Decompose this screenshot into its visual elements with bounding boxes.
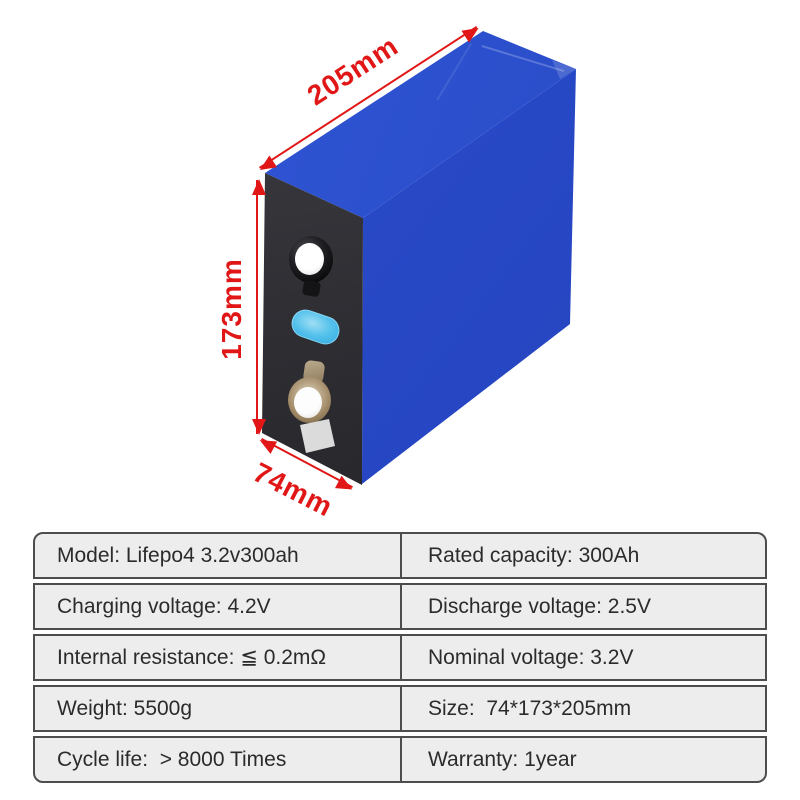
front-bottom-edge-highlight bbox=[261, 434, 362, 487]
dimension-label-205: 205mm bbox=[301, 29, 404, 112]
positive-terminal-cap bbox=[295, 243, 324, 275]
dimension-arrow-74 bbox=[261, 438, 353, 489]
spec-internal-resistance: Internal resistance: ≦ 0.2mΩ bbox=[57, 646, 327, 669]
spec-rated-capacity: Rated capacity: 300Ah bbox=[428, 544, 640, 567]
spec-row-weight: Weight: 5500g Size: 74*173*205mm bbox=[33, 685, 767, 732]
dimension-label-74: 74mm bbox=[248, 456, 339, 523]
spec-weight: Weight: 5500g bbox=[57, 697, 193, 720]
spec-size: Size: 74*173*205mm bbox=[428, 697, 632, 720]
negative-terminal-tab bbox=[302, 359, 326, 385]
table-divider bbox=[400, 635, 402, 680]
positive-terminal-tab bbox=[301, 279, 322, 298]
spec-row-resistance: Internal resistance: ≦ 0.2mΩ Nominal vol… bbox=[33, 634, 767, 681]
blue-oval-sticker bbox=[287, 305, 344, 349]
table-divider bbox=[400, 584, 402, 629]
spec-warranty: Warranty: 1year bbox=[428, 748, 577, 771]
spec-model: Model: Lifepo4 3.2v300ah bbox=[57, 544, 299, 567]
dimension-arrow-173 bbox=[252, 179, 266, 435]
dimension-arrow-205 bbox=[259, 25, 478, 169]
wrap-crease-line bbox=[436, 42, 472, 101]
spec-row-cycle-life: Cycle life: > 8000 Times Warranty: 1year bbox=[33, 736, 767, 783]
wrap-crease-line bbox=[481, 45, 565, 73]
table-divider bbox=[400, 737, 402, 782]
spec-nominal-voltage: Nominal voltage: 3.2V bbox=[428, 646, 634, 669]
spec-charging-voltage: Charging voltage: 4.2V bbox=[57, 595, 271, 618]
spec-row-voltage: Charging voltage: 4.2V Discharge voltage… bbox=[33, 583, 767, 630]
spec-discharge-voltage: Discharge voltage: 2.5V bbox=[428, 595, 651, 618]
spec-row-model: Model: Lifepo4 3.2v300ah Rated capacity:… bbox=[33, 532, 767, 579]
table-divider bbox=[400, 686, 402, 731]
negative-terminal-cap bbox=[294, 387, 322, 418]
spec-cycle-life: Cycle life: > 8000 Times bbox=[57, 748, 287, 771]
table-divider bbox=[400, 533, 402, 578]
negative-terminal-ring bbox=[288, 377, 331, 423]
positive-terminal-ring bbox=[289, 236, 333, 283]
dimension-label-173: 173mm bbox=[216, 258, 247, 360]
spec-table: Model: Lifepo4 3.2v300ah Rated capacity:… bbox=[33, 532, 767, 783]
